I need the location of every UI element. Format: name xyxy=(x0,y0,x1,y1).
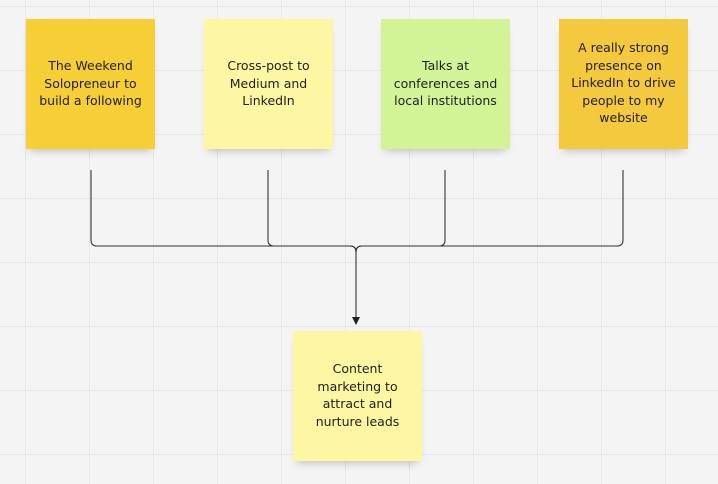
sticky-note-text: Talks at conferences and local instituti… xyxy=(393,58,498,108)
sticky-note-text: Content marketing to attract and nurture… xyxy=(315,361,400,429)
connector-n4-to-n5[interactable] xyxy=(355,170,624,253)
sticky-note-text: Cross-post to Medium and LinkedIn xyxy=(227,58,310,108)
sticky-note-cross-post[interactable]: Cross-post to Medium and LinkedIn xyxy=(204,19,333,149)
sticky-note-text: A really strong presence on LinkedIn to … xyxy=(571,40,676,125)
connector-n3-to-n5[interactable] xyxy=(355,170,446,253)
sticky-note-content-marketing[interactable]: Content marketing to attract and nurture… xyxy=(293,331,422,461)
arrowhead-icon xyxy=(352,317,360,325)
sticky-note-weekend-solopreneur[interactable]: The Weekend Solopreneur to build a follo… xyxy=(26,19,155,149)
sticky-note-talks[interactable]: Talks at conferences and local instituti… xyxy=(381,19,510,149)
sticky-note-text: The Weekend Solopreneur to build a follo… xyxy=(39,58,142,108)
sticky-note-linkedin-presence[interactable]: A really strong presence on LinkedIn to … xyxy=(559,19,688,149)
connector-n1-to-n5[interactable] xyxy=(90,170,357,253)
connector-n2-to-n5[interactable] xyxy=(267,170,357,253)
